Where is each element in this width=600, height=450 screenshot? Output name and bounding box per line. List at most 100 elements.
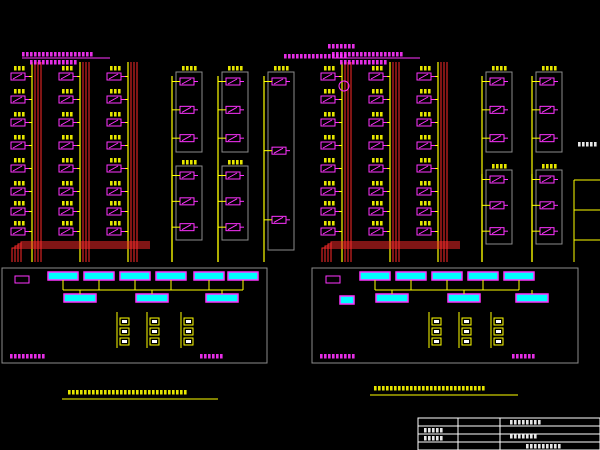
label-glyph bbox=[428, 428, 431, 433]
label-glyph bbox=[204, 354, 207, 359]
camera-icon bbox=[225, 134, 244, 143]
camera-lens-line bbox=[227, 106, 238, 113]
monitor-wall-3 bbox=[183, 317, 194, 346]
camera-lens-line bbox=[541, 78, 552, 85]
camera-group-box-4 bbox=[221, 165, 249, 241]
label-glyph bbox=[438, 386, 441, 391]
label-glyph bbox=[356, 60, 359, 65]
camera-tag-1-2 bbox=[324, 89, 335, 94]
label-glyph bbox=[46, 60, 49, 65]
camera-icon bbox=[271, 77, 290, 86]
label-glyph bbox=[340, 54, 343, 59]
red-bus-line bbox=[11, 247, 150, 262]
label-glyph bbox=[54, 52, 57, 57]
label-glyph bbox=[376, 89, 379, 94]
video-encoder-1 bbox=[47, 271, 79, 281]
camera-tag-3-6 bbox=[420, 181, 431, 186]
label-glyph bbox=[14, 221, 17, 226]
label-glyph bbox=[66, 60, 69, 65]
label-glyph bbox=[324, 112, 327, 117]
label-glyph bbox=[70, 181, 73, 186]
label-glyph bbox=[454, 386, 457, 391]
label-glyph bbox=[190, 160, 193, 165]
label-glyph bbox=[332, 54, 335, 59]
label-glyph bbox=[110, 201, 113, 206]
label-glyph bbox=[92, 390, 95, 395]
label-glyph bbox=[376, 135, 379, 140]
label-glyph bbox=[72, 390, 75, 395]
label-glyph bbox=[116, 390, 119, 395]
label-glyph bbox=[34, 52, 37, 57]
camera-lens-line bbox=[370, 73, 381, 80]
monitor-icon bbox=[461, 337, 472, 346]
label-glyph bbox=[538, 444, 541, 449]
camera-group-header-4 bbox=[228, 160, 243, 165]
label-glyph bbox=[374, 386, 377, 391]
header-annotation-1 bbox=[22, 52, 93, 57]
video-encoder-2 bbox=[83, 271, 115, 281]
label-glyph bbox=[34, 354, 37, 359]
red-bus-line bbox=[330, 241, 460, 262]
camera-icon bbox=[58, 141, 77, 150]
camera-icon bbox=[539, 77, 558, 86]
label-glyph bbox=[212, 354, 215, 359]
monitor-icon bbox=[431, 317, 442, 326]
camera-group-header-1 bbox=[182, 66, 197, 71]
label-glyph bbox=[62, 135, 65, 140]
label-glyph bbox=[38, 354, 41, 359]
camera-lens-line bbox=[370, 119, 381, 126]
label-glyph bbox=[378, 386, 381, 391]
label-glyph bbox=[348, 354, 351, 359]
monitor-icon bbox=[431, 337, 442, 346]
camera-icon bbox=[179, 223, 198, 232]
camera-lens-line bbox=[273, 78, 284, 85]
label-glyph bbox=[336, 54, 339, 59]
label-glyph bbox=[320, 354, 323, 359]
label-glyph bbox=[546, 164, 549, 169]
video-encoder-6 bbox=[227, 271, 259, 281]
label-glyph bbox=[440, 436, 443, 441]
label-glyph bbox=[118, 66, 121, 71]
label-glyph bbox=[324, 354, 327, 359]
camera-icon bbox=[106, 187, 125, 196]
monitor-screen bbox=[496, 320, 501, 323]
camera-tag-1-3 bbox=[324, 112, 335, 117]
camera-tag-2-8 bbox=[62, 221, 73, 226]
label-glyph bbox=[360, 60, 363, 65]
label-glyph bbox=[458, 386, 461, 391]
local-camera-icon bbox=[325, 275, 341, 284]
label-glyph bbox=[340, 354, 343, 359]
label-glyph bbox=[14, 354, 17, 359]
label-glyph bbox=[418, 386, 421, 391]
camera-tag-2-5 bbox=[62, 158, 73, 163]
label-glyph bbox=[42, 354, 45, 359]
label-glyph bbox=[360, 52, 363, 57]
video-matrix-1 bbox=[63, 293, 97, 303]
camera-icon bbox=[539, 105, 558, 114]
camera-group-header-1 bbox=[492, 66, 507, 71]
camera-icon bbox=[179, 77, 198, 86]
label-glyph bbox=[114, 112, 117, 117]
label-glyph bbox=[18, 66, 21, 71]
label-glyph bbox=[526, 434, 529, 439]
label-glyph bbox=[22, 221, 25, 226]
label-glyph bbox=[328, 354, 331, 359]
label-glyph bbox=[184, 390, 187, 395]
label-glyph bbox=[348, 44, 351, 49]
camera-icon bbox=[368, 72, 387, 81]
camera-icon bbox=[58, 187, 77, 196]
label-glyph bbox=[590, 142, 593, 147]
label-glyph bbox=[428, 158, 431, 163]
camera-lens-line bbox=[273, 216, 284, 223]
video-encoder-5 bbox=[503, 271, 535, 281]
camera-icon bbox=[416, 227, 435, 236]
video-encoder-3 bbox=[119, 271, 151, 281]
label-glyph bbox=[368, 60, 371, 65]
label-glyph bbox=[220, 354, 223, 359]
label-glyph bbox=[66, 66, 69, 71]
red-bus-line bbox=[17, 243, 150, 262]
camera-lens-line bbox=[227, 172, 238, 179]
monitor-wall-3 bbox=[493, 317, 504, 346]
camera-lens-line bbox=[60, 96, 71, 103]
label-glyph bbox=[550, 66, 553, 71]
